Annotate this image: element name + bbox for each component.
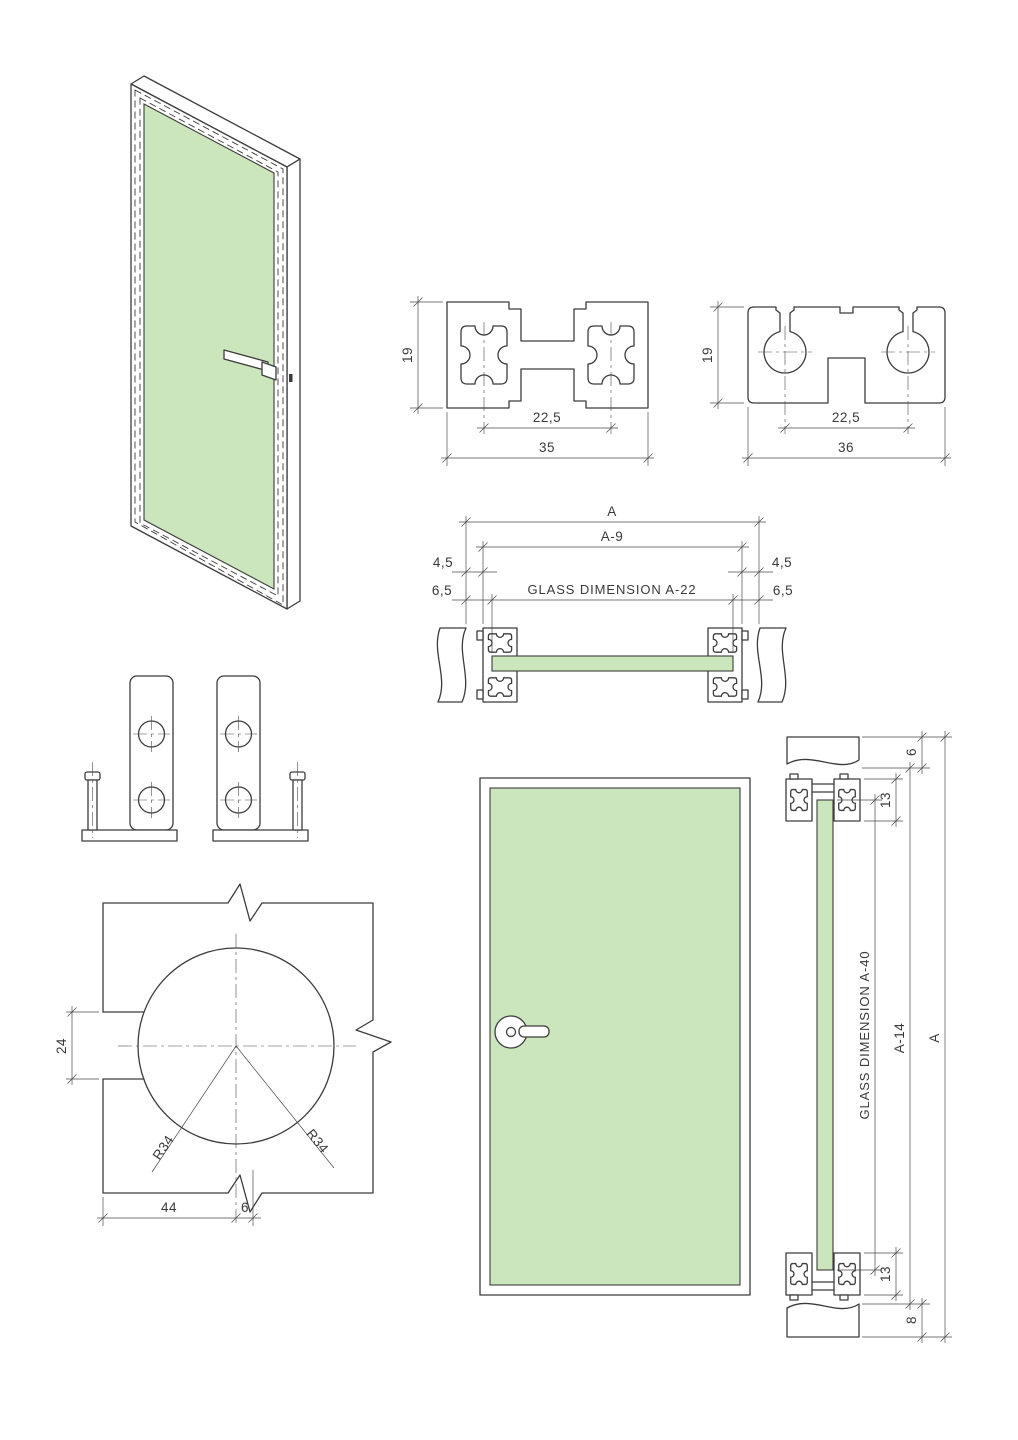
center-offset-dim: 44 bbox=[161, 1200, 177, 1215]
hsection-frame-dim: A-9 bbox=[601, 529, 624, 544]
profile36-width-dim: 36 bbox=[838, 440, 854, 455]
door-gasket-dashed-inner bbox=[139, 97, 279, 597]
door-right-face bbox=[286, 158, 301, 610]
bottom-frame-block-left bbox=[785, 1252, 813, 1296]
bracket-base bbox=[81, 829, 178, 842]
door-glass-panel-iso bbox=[143, 103, 275, 590]
profile35-outline bbox=[446, 301, 649, 409]
handle-spindle bbox=[505, 1026, 517, 1038]
edge-offset-dim: 6 bbox=[241, 1200, 249, 1215]
radius-right-dim: R34 bbox=[303, 1126, 331, 1156]
bottom-frame-block-right bbox=[833, 1252, 861, 1296]
door-handle-mount-iso bbox=[261, 361, 277, 381]
horizontal-section-detail: A A-9 4,5 4,5 6,5 6,5 GLASS DIMENSION A-… bbox=[432, 504, 793, 703]
wall-break-top bbox=[786, 736, 860, 766]
top-frame-block-left bbox=[785, 778, 813, 822]
wall-break-right bbox=[756, 627, 787, 703]
hsection-offset-right-dim: 4,5 bbox=[772, 555, 792, 570]
slot-height-dim: 24 bbox=[54, 1038, 69, 1054]
profile-section-35: 19 22,5 35 bbox=[400, 296, 654, 466]
bracket-base bbox=[212, 829, 309, 842]
profile36-outline bbox=[747, 306, 946, 404]
door-lock-keyhole-iso bbox=[289, 374, 293, 382]
hsection-overall-dim: A bbox=[607, 504, 617, 519]
hsection-offset-left-dim: 4,5 bbox=[433, 555, 453, 570]
door-gasket-dashed-outer bbox=[134, 89, 284, 606]
vsection-inner-dim: A-14 bbox=[892, 1023, 907, 1054]
mounting-bracket-right bbox=[212, 675, 309, 842]
mounting-bracket-left bbox=[81, 675, 178, 842]
hsection-glass-offset-right-dim: 6,5 bbox=[773, 583, 793, 598]
vsection-top-gap-dim: 6 bbox=[904, 748, 919, 756]
vertical-section-detail: 6 13 GLASS DIMENSION A-40 A-14 A 13 8 bbox=[785, 731, 952, 1343]
hole-cutout-detail: R34 R34 24 44 6 bbox=[54, 883, 392, 1226]
profile36-centers-dim: 22,5 bbox=[832, 410, 860, 425]
profile35-centers-dim: 22,5 bbox=[533, 410, 561, 425]
hsection-glass-offset-left-dim: 6,5 bbox=[432, 583, 452, 598]
wall-break-bottom bbox=[786, 1302, 860, 1338]
vsection-bottom-gap-dim: 8 bbox=[904, 1316, 919, 1324]
profile-section-36: 19 22,5 36 bbox=[700, 301, 951, 466]
vsection-bottom-frame-dim: 13 bbox=[878, 1266, 893, 1282]
glass-pane-section-v bbox=[816, 799, 834, 1271]
handle-lever bbox=[518, 1025, 550, 1038]
glass-pane-section-h bbox=[491, 655, 734, 672]
vsection-overall-dim: A bbox=[927, 1033, 942, 1043]
wall-break-left bbox=[436, 627, 467, 703]
profile35-height-dim: 19 bbox=[400, 347, 415, 363]
door-elevation bbox=[479, 777, 751, 1296]
profile36-height-dim: 19 bbox=[700, 347, 715, 363]
radius-left-dim: R34 bbox=[150, 1132, 177, 1162]
vsection-top-frame-dim: 13 bbox=[878, 792, 893, 808]
profile35-width-dim: 35 bbox=[539, 440, 555, 455]
panel-break-outline bbox=[102, 883, 392, 1213]
hsection-glass-label: GLASS DIMENSION A-22 bbox=[528, 582, 697, 597]
vsection-glass-label: GLASS DIMENSION A-40 bbox=[857, 951, 872, 1120]
door-isometric-view bbox=[130, 75, 301, 610]
